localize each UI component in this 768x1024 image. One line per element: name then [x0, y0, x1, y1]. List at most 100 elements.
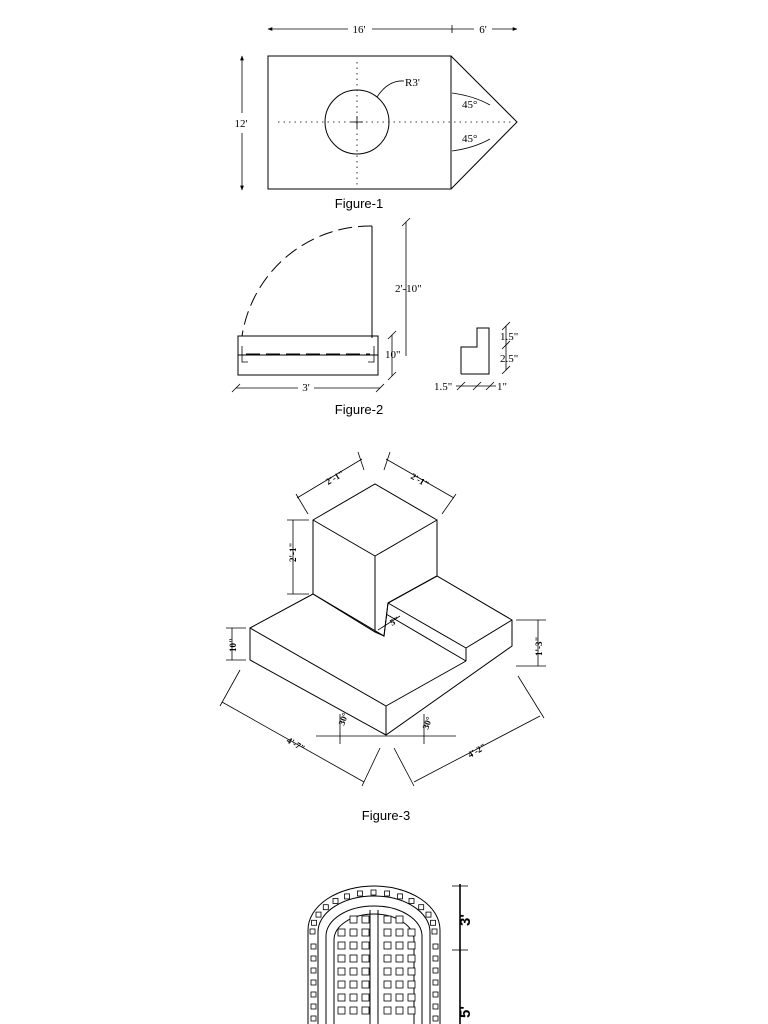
arch-border-square — [344, 893, 350, 900]
cube-top-front-right — [374, 519, 438, 557]
lattice-square — [383, 980, 392, 989]
arch-border-square — [384, 890, 391, 897]
side-border-square — [310, 967, 317, 974]
side-border-square — [432, 991, 439, 998]
ext-line — [295, 493, 309, 515]
dim-line-top-right — [385, 458, 455, 499]
base-right-top-edge — [385, 660, 467, 707]
arch-border-square — [356, 890, 363, 897]
lattice-square — [361, 928, 370, 937]
radius-leader — [376, 80, 405, 98]
dim-tip: 6' — [479, 24, 487, 36]
arch-border-square — [309, 928, 316, 935]
dim-tick — [375, 383, 385, 393]
arch-border-square — [332, 898, 339, 904]
side-border-square — [310, 991, 317, 998]
lattice-square — [361, 993, 370, 1002]
side-border-square — [432, 943, 439, 950]
figure-3-caption: Figure-3 — [362, 808, 410, 823]
dim-section-mid: 2.5" — [500, 353, 518, 365]
lattice-square — [383, 1006, 392, 1015]
lattice-square — [407, 928, 416, 937]
lattice-square — [349, 1006, 358, 1015]
dim-base-height: 10" — [228, 638, 238, 652]
step-front-edge — [385, 613, 467, 662]
dim-line-bottom-left — [221, 701, 365, 783]
lattice-square — [395, 980, 404, 989]
arch-border-square — [408, 898, 415, 904]
dim-width: 3' — [302, 382, 310, 394]
cube-top-front-left — [312, 519, 376, 557]
side-border-square — [310, 943, 317, 950]
lattice-square — [349, 980, 358, 989]
step-top-left-edge — [387, 602, 467, 649]
lattice-square — [349, 993, 358, 1002]
figure-3: 2'-1" 2'-1" 2'-1" 10" 1'-3" 5" 4'-7" 4'-… — [219, 451, 546, 823]
arch-border-square — [425, 911, 432, 918]
dim-top-right: 2'-1" — [409, 471, 431, 489]
dim-tick — [501, 365, 511, 375]
dim-tick — [231, 383, 241, 393]
lattice-square — [361, 915, 370, 924]
lattice-square — [395, 967, 404, 976]
ext-line — [357, 451, 365, 471]
arch-border-square — [370, 889, 377, 896]
dim-tick — [472, 381, 482, 391]
arch-outer — [307, 885, 441, 1024]
figure-1: 16' 6' 12' R3' 45° 45° Figure-1 — [235, 24, 518, 211]
cube-outline — [312, 483, 438, 637]
angle-top: 45° — [462, 99, 477, 111]
dim-right-height: 1'-3" — [534, 637, 544, 657]
lattice-square — [407, 980, 416, 989]
lattice-square — [349, 954, 358, 963]
lattice-square — [361, 980, 370, 989]
dim-tick — [501, 321, 511, 331]
plate-point — [450, 55, 518, 190]
dim-height: 12' — [235, 118, 248, 130]
arch-band-1 — [325, 905, 423, 1024]
lattice-square — [349, 915, 358, 924]
lattice-square — [337, 967, 346, 976]
lattice-square — [349, 941, 358, 950]
lattice-square — [383, 915, 392, 924]
lattice-square — [407, 954, 416, 963]
lattice-square — [395, 928, 404, 937]
ext-line — [219, 669, 241, 707]
dim-bottom-right: 4'-2" — [466, 741, 488, 759]
dim-line-small — [377, 615, 401, 631]
arch-border-square — [315, 911, 322, 918]
angle-right: 30° — [420, 715, 434, 731]
side-border-square — [310, 1003, 317, 1010]
step-top-right-edge — [465, 619, 513, 649]
arch-border-square — [311, 919, 317, 926]
arch-border-square — [397, 893, 403, 900]
dim-tick — [501, 340, 511, 350]
figure-2-caption: Figure-2 — [335, 402, 383, 417]
lattice-square — [361, 941, 370, 950]
lattice-square — [361, 1006, 370, 1015]
dim-small: 5" — [388, 614, 401, 627]
lattice-square — [383, 928, 392, 937]
dim-section-left: 1.5" — [434, 381, 452, 393]
arch-outer-inner — [317, 895, 431, 1024]
dim-door-height: 2'-10" — [395, 283, 422, 295]
dim-section-top: 1.5" — [500, 331, 518, 343]
side-border-square — [310, 979, 317, 986]
lattice-square — [407, 967, 416, 976]
side-border-square — [432, 967, 439, 974]
lattice-square — [407, 993, 416, 1002]
dim-tick — [387, 371, 397, 381]
ext-line — [393, 747, 415, 787]
section-profile — [460, 327, 490, 375]
dim-section-right: 1" — [497, 381, 507, 393]
lattice-square — [395, 1006, 404, 1015]
lattice-grid — [309, 889, 439, 1022]
dim-arch-bottom: 5' — [457, 1006, 474, 1018]
side-border-square — [310, 1015, 317, 1022]
ext-line — [361, 747, 381, 787]
lattice-square — [349, 928, 358, 937]
frame-left-notch — [241, 346, 248, 363]
arch-border-square — [418, 904, 425, 911]
frame-right-notch — [368, 346, 375, 363]
